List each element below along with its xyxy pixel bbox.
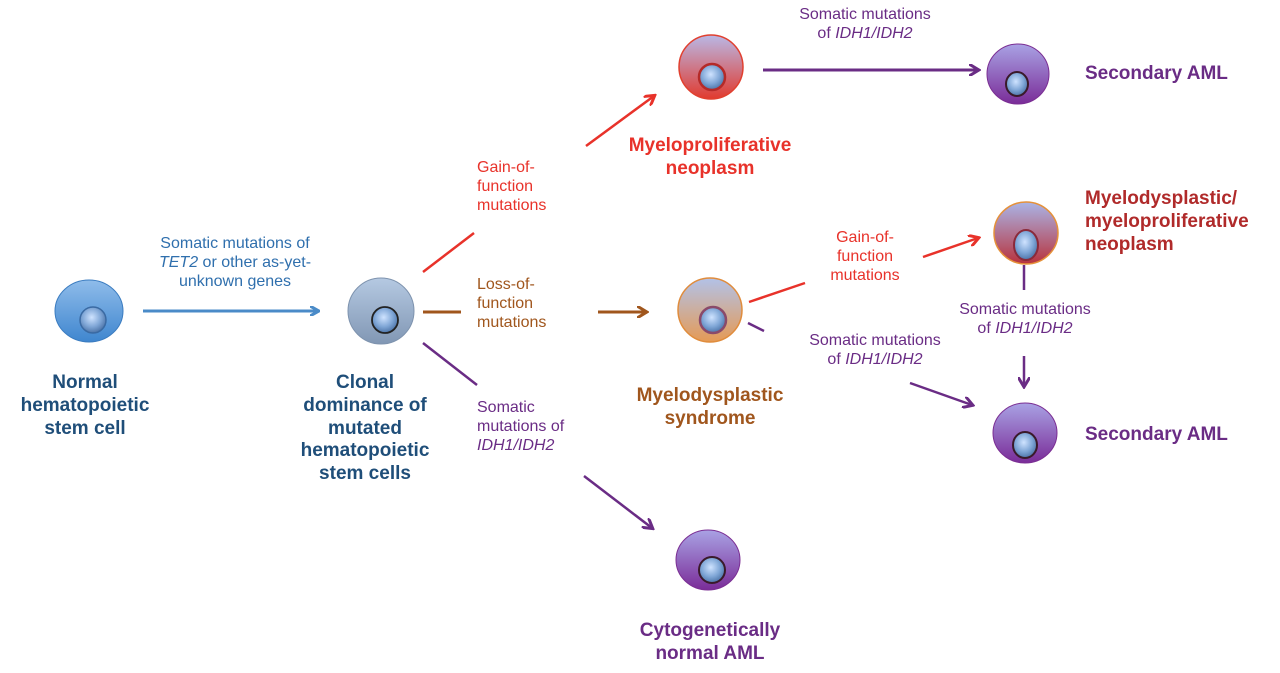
line-mds-gain-start (748, 281, 806, 304)
label-secondary-aml-top: Secondary AML (1085, 63, 1228, 86)
label-line: of IDH1/IDH2 (770, 24, 960, 43)
nucleus (371, 306, 399, 334)
cell-secondary-aml-top (986, 43, 1050, 105)
cell-mpn (678, 34, 744, 100)
nucleus (698, 556, 726, 584)
cell-mds (677, 277, 743, 343)
cell-mdsmpn (993, 201, 1059, 265)
cell-normal (54, 279, 124, 343)
edge-label-tet2: Somatic mutations of TET2 or other as-ye… (130, 234, 340, 292)
label-line: mutations of (477, 418, 565, 436)
label-text: or other as-yet- (198, 254, 312, 272)
label-line: mutations (477, 197, 547, 215)
label-line: IDH1/IDH2 (477, 436, 564, 455)
label-line: Gain-of- (836, 229, 894, 246)
label-line: hematopoietic (20, 394, 150, 416)
label-text: of (817, 25, 836, 43)
cell-cn-aml (675, 529, 741, 591)
label-line: of IDH1/IDH2 (940, 319, 1110, 338)
label-mds: Myelodysplastic syndrome (610, 385, 810, 431)
label-normal-hsc: Normal hematopoietic stem cell (10, 372, 160, 440)
label-line: syndrome (664, 407, 756, 429)
label-line: function (477, 295, 534, 313)
edge-label-idh-mpn: Somatic mutations of IDH1/IDH2 (770, 5, 960, 43)
edge-label-idh-clonal: Somatic mutations of IDH1/IDH2 (477, 398, 564, 456)
gene-name: IDH1/IDH2 (477, 437, 555, 455)
label-line: hematopoietic (300, 440, 430, 462)
label-line: Somatic mutations (799, 6, 931, 23)
label-line: Somatic (477, 399, 535, 416)
line-clonal-idh-start (422, 342, 478, 386)
label-line: Loss-of- (477, 276, 535, 293)
label-mpn: Myeloproliferative neoplasm (600, 135, 820, 181)
nucleus (698, 305, 728, 335)
label-line: Myelodysplastic/ (1085, 188, 1238, 209)
label-line: function (477, 178, 534, 196)
gene-name: IDH1/IDH2 (995, 320, 1073, 338)
label-line: Myeloproliferative (628, 135, 792, 156)
arrow-idh-to-secaml-bottom (909, 381, 972, 405)
gene-name: TET2 (158, 254, 199, 272)
line-clonal-gain-start (422, 232, 475, 273)
label-line: mutations (477, 314, 547, 332)
label-line: Cytogenetically (639, 620, 781, 641)
nucleus (1012, 431, 1038, 459)
edge-label-gain-clonal: Gain-of- function mutations (477, 158, 546, 216)
nucleus (1005, 71, 1029, 97)
label-line: stem cells (319, 463, 411, 485)
edge-label-idh-mds: Somatic mutations of IDH1/IDH2 (770, 331, 980, 369)
label-line: TET2 or other as-yet- (130, 253, 340, 272)
label-line: unknown genes (178, 273, 292, 291)
edge-label-loss-clonal: Loss-of- function mutations (477, 275, 546, 333)
cell-clonal (347, 277, 415, 345)
nucleus (79, 306, 107, 334)
label-line: mutations (830, 267, 900, 285)
arrow-idh-to-cnaml (583, 475, 652, 528)
label-mds-mpn: Myelodysplastic/ myeloproliferative neop… (1085, 188, 1249, 256)
label-text: of (827, 351, 846, 369)
arrow-gain-to-mdsmpn (922, 238, 978, 259)
cell-secondary-aml-bottom (992, 402, 1058, 464)
nucleus (697, 62, 727, 92)
label-clonal-dominance: Clonal dominance of mutated hematopoieti… (285, 372, 445, 486)
label-line: Myelodysplastic (636, 385, 784, 406)
label-secondary-aml-bottom: Secondary AML (1085, 424, 1228, 447)
gene-name: IDH1/IDH2 (835, 25, 913, 43)
label-line: stem cell (44, 417, 126, 439)
edge-label-idh-mdsmpn: Somatic mutations of IDH1/IDH2 (940, 300, 1110, 338)
label-line: neoplasm (665, 157, 755, 179)
label-line: of IDH1/IDH2 (770, 350, 980, 369)
label-line: Somatic mutations (959, 301, 1091, 318)
label-cn-aml: Cytogenetically normal AML (600, 620, 820, 666)
edge-label-gain-mds: Gain-of- function mutations (810, 228, 920, 286)
label-line: function (836, 248, 894, 266)
label-line: neoplasm (1085, 233, 1174, 255)
label-line: Secondary AML (1085, 424, 1228, 445)
label-line: Somatic mutations of (160, 235, 310, 252)
label-line: normal AML (655, 642, 765, 664)
gene-name: IDH1/IDH2 (845, 351, 923, 369)
label-line: Gain-of- (477, 159, 535, 176)
label-line: Secondary AML (1085, 63, 1228, 84)
label-text: of (977, 320, 996, 338)
label-line: Somatic mutations (809, 332, 941, 349)
label-line: Clonal (335, 372, 395, 393)
label-line: mutated (328, 417, 402, 439)
nucleus (1013, 229, 1039, 261)
line-mds-idh-start (747, 321, 765, 333)
label-line: Normal (52, 372, 118, 393)
arrow-gain-to-mpn (585, 96, 654, 148)
label-line: myeloproliferative (1085, 210, 1249, 232)
label-line: dominance of (303, 394, 427, 416)
